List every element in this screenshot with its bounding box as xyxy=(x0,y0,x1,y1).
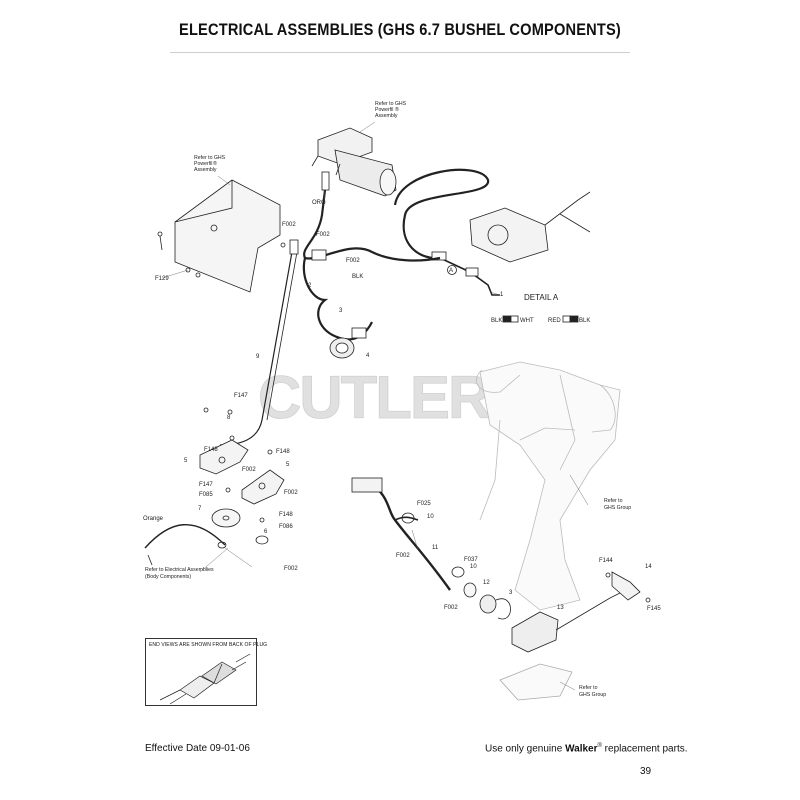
footer-tagline: Use only genuine Walker® replacement par… xyxy=(485,743,688,754)
svg-text:RED: RED xyxy=(548,318,561,324)
svg-text:11: 11 xyxy=(432,545,439,551)
brand-name: Walker xyxy=(565,743,598,755)
end-view-note-box: END VIEWS ARE SHOWN FROM BACK OF PLUG xyxy=(145,638,267,706)
svg-text:DETAIL A: DETAIL A xyxy=(524,293,559,302)
svg-text:F002: F002 xyxy=(396,553,410,559)
svg-text:1: 1 xyxy=(500,292,504,298)
svg-text:F025: F025 xyxy=(417,501,431,507)
svg-text:F147: F147 xyxy=(199,482,213,488)
svg-text:Refer to: Refer to xyxy=(604,498,623,504)
part-14 xyxy=(611,571,641,601)
bracket-5-left xyxy=(199,439,249,475)
svg-text:Assembly: Assembly xyxy=(194,167,217,173)
plug-end-view-illustration xyxy=(159,653,251,705)
clip-10b xyxy=(451,566,465,578)
svg-text:3: 3 xyxy=(509,590,513,596)
registered-mark: ® xyxy=(597,743,602,749)
ghs-body xyxy=(476,361,621,611)
page-title: ELECTRICAL ASSEMBLIES (GHS 6.7 BUSHEL CO… xyxy=(179,20,621,39)
svg-text:9: 9 xyxy=(256,354,260,360)
tagline-prefix: Use only genuine xyxy=(485,743,566,755)
washer-7 xyxy=(211,508,241,528)
washer-6 xyxy=(255,535,269,545)
main-wire-harness xyxy=(303,189,441,262)
callout-labels: Refer to GHS Powerfil ® Assembly Refer t… xyxy=(143,101,661,698)
svg-text:BLK: BLK xyxy=(579,318,590,324)
svg-text:2: 2 xyxy=(308,283,312,289)
orange-wire xyxy=(144,523,226,549)
svg-text:Refer to GHS: Refer to GHS xyxy=(375,101,407,107)
svg-text:Assembly: Assembly xyxy=(375,113,398,119)
svg-text:F002: F002 xyxy=(242,467,256,473)
svg-text:5: 5 xyxy=(184,458,188,464)
svg-text:5: 5 xyxy=(286,462,290,468)
svg-text:F145: F145 xyxy=(647,606,661,612)
detail-a-harness xyxy=(393,168,490,260)
svg-text:®: ® xyxy=(213,160,217,167)
svg-text:13: 13 xyxy=(557,605,564,611)
clip-10a xyxy=(401,512,415,524)
bracket-5-right xyxy=(241,469,285,505)
svg-text:F037: F037 xyxy=(464,557,478,563)
svg-text:Refer to GHS: Refer to GHS xyxy=(194,155,226,161)
svg-text:6: 6 xyxy=(264,529,268,535)
svg-text:F002: F002 xyxy=(284,566,298,572)
svg-text:F086: F086 xyxy=(279,524,293,530)
svg-text:8: 8 xyxy=(227,415,231,421)
switch-assembly xyxy=(329,337,355,359)
svg-text:Powerfil: Powerfil xyxy=(375,107,393,113)
connector-red-blk xyxy=(562,315,579,323)
connector-blk-wht xyxy=(502,315,519,323)
title-divider xyxy=(170,52,630,53)
bracket-ghs-bottom xyxy=(499,663,573,701)
svg-text:10: 10 xyxy=(470,564,477,570)
svg-text:Powerfil: Powerfil xyxy=(194,161,212,167)
svg-text:F002: F002 xyxy=(444,605,458,611)
svg-text:F002: F002 xyxy=(346,258,360,264)
tagline-suffix: replacement parts. xyxy=(601,743,688,755)
svg-text:(Body Components): (Body Components) xyxy=(145,574,191,580)
svg-text:4: 4 xyxy=(366,353,370,359)
end-view-note-text: END VIEWS ARE SHOWN FROM BACK OF PLUG xyxy=(149,642,268,648)
bolts xyxy=(157,231,286,523)
svg-text:F148: F148 xyxy=(204,447,218,453)
svg-text:F148: F148 xyxy=(276,449,290,455)
detail-a-motor xyxy=(469,191,591,263)
mounting-plate-left xyxy=(174,179,281,293)
svg-text:Orange: Orange xyxy=(143,516,164,522)
svg-text:GHS Group: GHS Group xyxy=(579,692,606,698)
svg-text:F147: F147 xyxy=(234,393,248,399)
svg-text:A: A xyxy=(449,268,453,274)
svg-text:WHT: WHT xyxy=(520,318,534,324)
svg-text:Refer to: Refer to xyxy=(579,685,598,691)
svg-text:BLK: BLK xyxy=(352,274,363,280)
svg-text:GHS Group: GHS Group xyxy=(604,505,631,511)
effective-date: Effective Date 09-01-06 xyxy=(145,743,250,754)
svg-text:F148: F148 xyxy=(279,512,293,518)
svg-text:10: 10 xyxy=(427,514,434,520)
svg-text:BLK: BLK xyxy=(491,318,502,324)
svg-text:7: 7 xyxy=(198,506,202,512)
svg-text:ORG: ORG xyxy=(312,200,326,206)
svg-text:3: 3 xyxy=(339,308,343,314)
svg-text:F002: F002 xyxy=(282,222,296,228)
svg-text:Refer to Electrical Assemblie: Refer to Electrical Assemblies xyxy=(145,567,214,573)
svg-text:F129: F129 xyxy=(155,276,169,282)
leader-lines xyxy=(161,121,589,691)
svg-text:F002: F002 xyxy=(316,232,330,238)
svg-text:®: ® xyxy=(395,106,399,113)
lower-wire-harness xyxy=(357,482,451,591)
svg-text:14: 14 xyxy=(645,564,652,570)
svg-text:F085: F085 xyxy=(199,492,213,498)
svg-text:12: 12 xyxy=(483,580,490,586)
page-number: 39 xyxy=(640,766,652,777)
svg-text:F002: F002 xyxy=(284,490,298,496)
switch-12 xyxy=(463,582,511,620)
powerfil-motor-top xyxy=(311,127,397,197)
svg-text:F144: F144 xyxy=(599,558,613,564)
